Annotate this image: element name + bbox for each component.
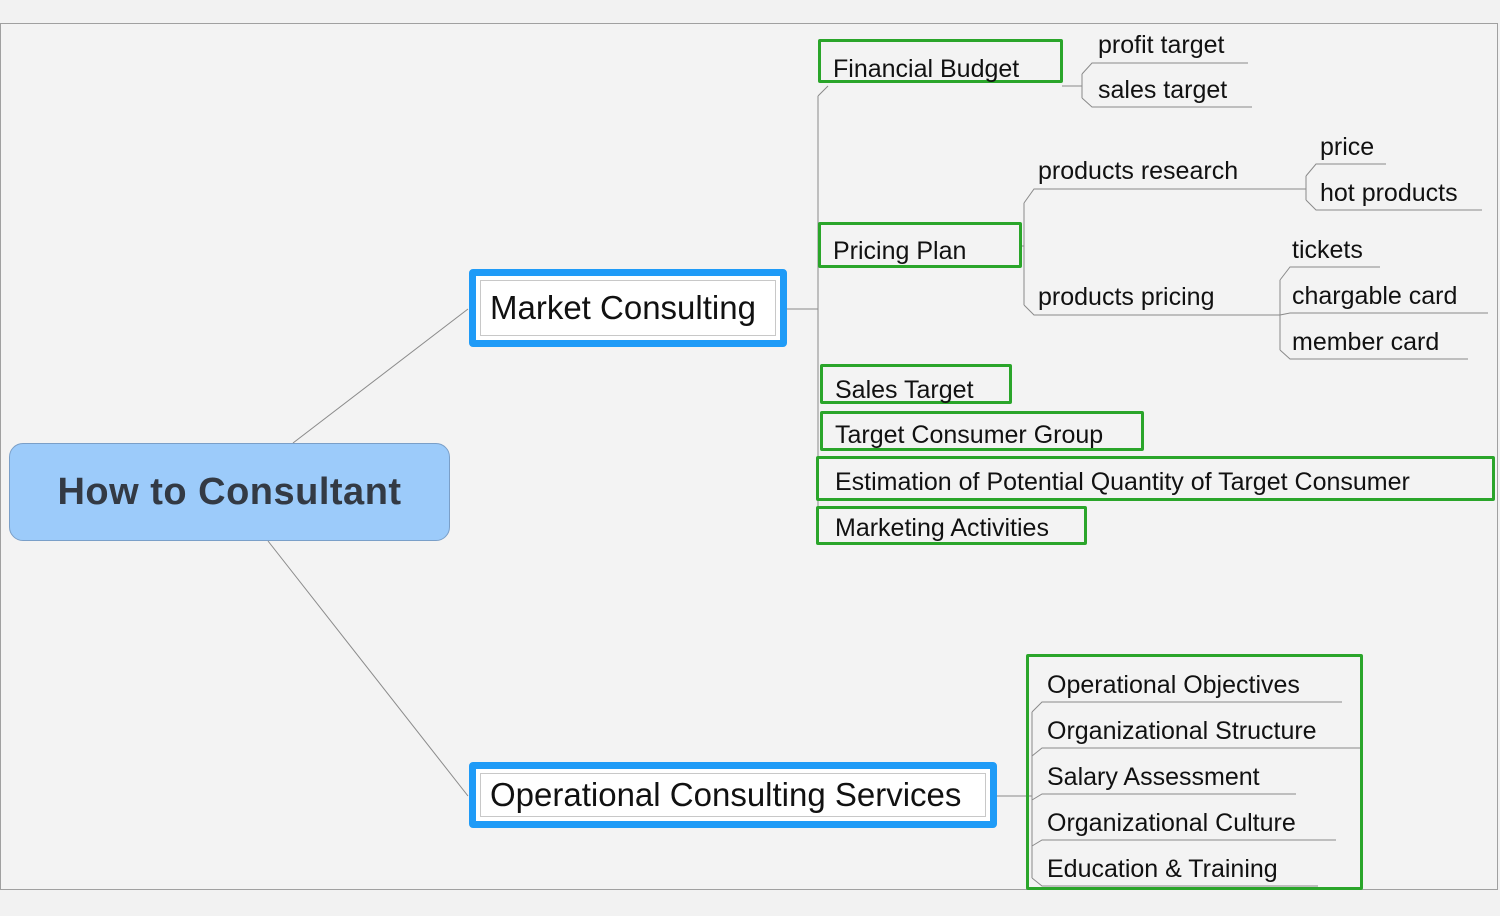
market-consulting-topic[interactable]: Market Consulting: [469, 269, 787, 347]
pricing-plan-topic[interactable]: Pricing Plan: [818, 222, 1022, 268]
leaf-tickets[interactable]: tickets: [1292, 236, 1363, 264]
leaf-products-research[interactable]: products research: [1038, 157, 1239, 185]
target-consumer-group-topic[interactable]: Target Consumer Group: [820, 411, 1144, 451]
operational-children-group: [1026, 654, 1363, 890]
leaf-member-card[interactable]: member card: [1292, 328, 1440, 356]
leaf-chargable-card[interactable]: chargable card: [1292, 282, 1458, 310]
leaf-profit-target[interactable]: profit target: [1098, 31, 1225, 59]
leaf-organizational-culture[interactable]: Organizational Culture: [1047, 809, 1296, 837]
leaf-sales-target[interactable]: sales target: [1098, 76, 1228, 104]
leaf-education-training[interactable]: Education & Training: [1047, 855, 1278, 883]
leaf-organizational-structure[interactable]: Organizational Structure: [1047, 717, 1317, 745]
estimation-topic[interactable]: Estimation of Potential Quantity of Targ…: [816, 456, 1495, 501]
sales-target-topic[interactable]: Sales Target: [820, 364, 1012, 404]
leaf-salary-assessment[interactable]: Salary Assessment: [1047, 763, 1260, 791]
marketing-activities-topic[interactable]: Marketing Activities: [816, 506, 1087, 545]
financial-budget-topic[interactable]: Financial Budget: [818, 39, 1063, 83]
leaf-price[interactable]: price: [1320, 133, 1375, 161]
leaf-hot-products[interactable]: hot products: [1320, 179, 1458, 207]
operational-consulting-topic[interactable]: Operational Consulting Services: [469, 762, 997, 828]
central-topic[interactable]: How to Consultant: [9, 443, 450, 541]
leaf-operational-objectives[interactable]: Operational Objectives: [1047, 671, 1300, 699]
leaf-products-pricing[interactable]: products pricing: [1038, 283, 1215, 311]
